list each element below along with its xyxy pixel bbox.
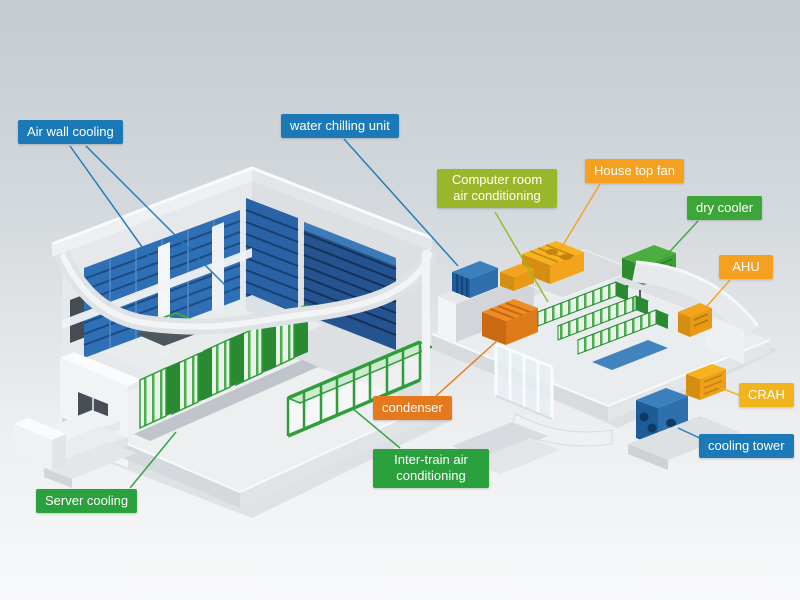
- leader-computer-room-ac: [494, 211, 549, 303]
- label-crah: CRAH: [739, 383, 794, 408]
- label-ahu: AHU: [719, 255, 773, 280]
- leader-house-top-fan: [559, 183, 601, 251]
- lower-slab: [628, 416, 740, 460]
- water-chilling-unit-box: [452, 261, 498, 298]
- freestanding-wall: [14, 418, 66, 470]
- label-house-top-fan: House top fan: [585, 159, 684, 184]
- crac-row: [536, 281, 630, 327]
- leader-server-cooling: [129, 431, 177, 489]
- raised-floor-patch: [592, 340, 668, 370]
- crac-rows: [536, 281, 670, 355]
- leader-air-wall-cooling: [85, 145, 239, 299]
- glass-facade: [494, 342, 554, 420]
- label-air-wall-cooling: Air wall cooling: [18, 120, 123, 145]
- crah-unit: [686, 364, 726, 400]
- label-computer-room-ac: Computer room air conditioning: [437, 169, 557, 208]
- crac-row: [576, 309, 670, 355]
- server-rack-tower-center: [245, 198, 299, 330]
- right-building: [430, 241, 778, 474]
- label-cooling-tower: cooling tower: [699, 434, 794, 459]
- leader-condenser: [435, 339, 499, 397]
- house-top-fan-unit: [522, 241, 584, 284]
- leader-water-chilling-unit: [343, 138, 459, 267]
- crac-row: [556, 295, 650, 341]
- cabinet-floor-strip: [134, 360, 318, 441]
- ahu-unit: [678, 303, 712, 337]
- label-condenser: condenser: [373, 396, 452, 421]
- label-water-chilling-unit: water chilling unit: [281, 114, 399, 139]
- center-slab: [470, 438, 560, 474]
- label-dry-cooler: dry cooler: [687, 196, 763, 221]
- curved-canopy: [632, 260, 760, 364]
- leader-ahu: [699, 279, 731, 315]
- corner-pillar: [422, 248, 430, 410]
- leader-crah: [717, 386, 740, 396]
- canopy-support-wall: [706, 314, 744, 364]
- inter-train-gallery: [286, 340, 434, 438]
- leader-inter-train-ac: [351, 407, 401, 449]
- house-top-fan-unit-small: [500, 264, 534, 291]
- label-inter-train-ac: Inter-train air conditioning: [373, 449, 489, 488]
- server-cooling-units: [139, 303, 309, 430]
- leader-dry-cooler: [661, 220, 699, 261]
- condenser-unit: [482, 299, 538, 345]
- label-server-cooling: Server cooling: [36, 489, 138, 514]
- leader-air-wall-cooling: [69, 145, 151, 259]
- server-cooling-cabinet: [139, 361, 181, 430]
